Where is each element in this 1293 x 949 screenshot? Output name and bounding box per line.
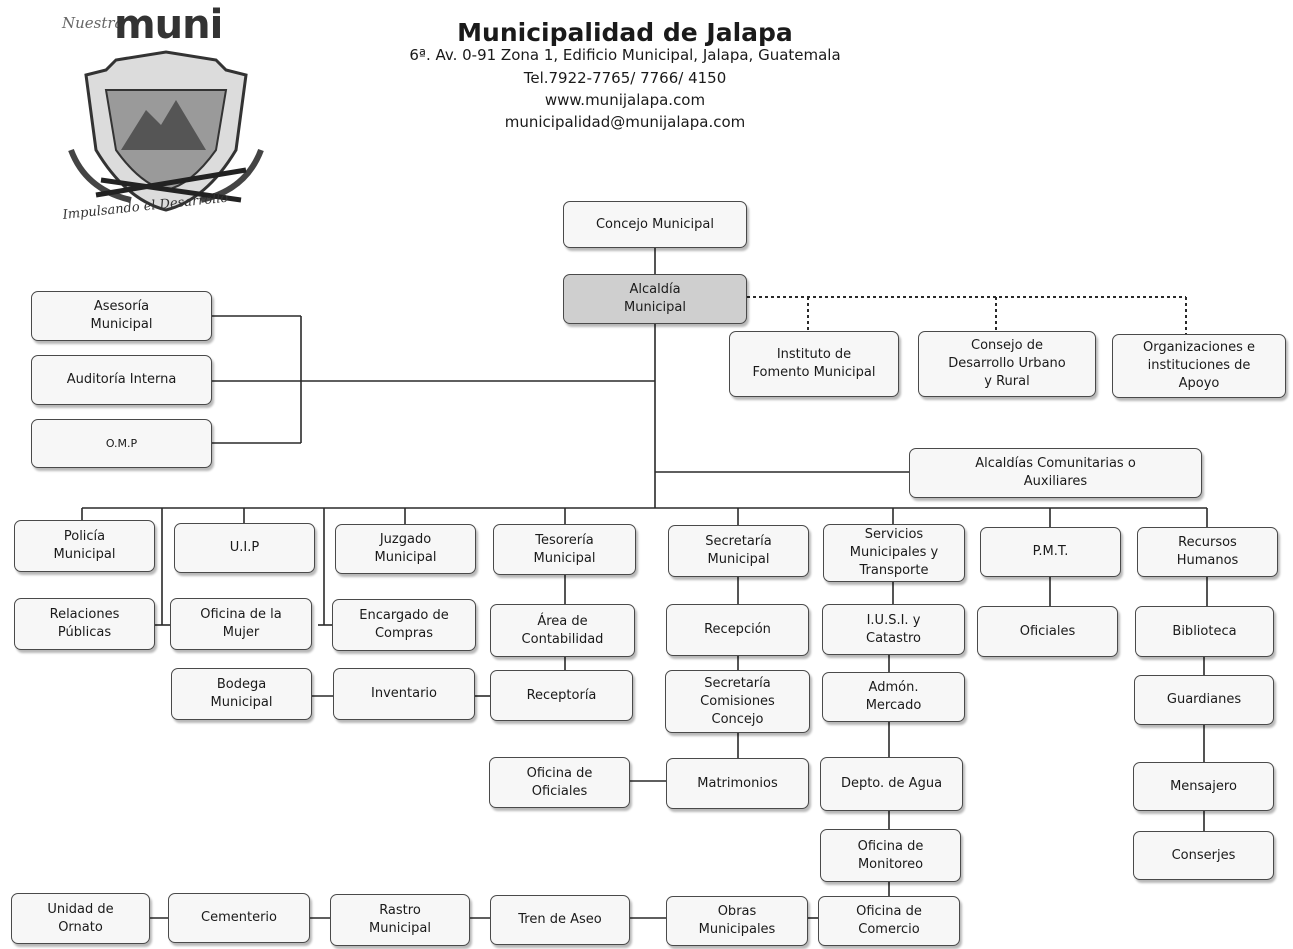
policia-municipal-box: Policía Municipal xyxy=(14,520,155,572)
guardianes-box: Guardianes xyxy=(1134,675,1274,725)
depto-agua-box: Depto. de Agua xyxy=(820,757,963,811)
receptoria-box: Receptoría xyxy=(490,670,633,721)
instituto-fomento-box: Instituto de Fomento Municipal xyxy=(729,331,899,397)
concejo-municipal-box: Concejo Municipal xyxy=(563,201,747,248)
inventario-box: Inventario xyxy=(333,668,475,720)
auditoria-interna-box: Auditoría Interna xyxy=(31,355,212,405)
tesoreria-municipal-box: Tesorería Municipal xyxy=(493,524,636,575)
secretaria-municipal-box: Secretaría Municipal xyxy=(668,525,809,577)
oficina-comercio-box: Oficina de Comercio xyxy=(818,896,960,946)
uip-box: U.I.P xyxy=(174,523,315,573)
oficina-mujer-box: Oficina de la Mujer xyxy=(170,598,312,650)
pmt-box: P.M.T. xyxy=(980,527,1121,577)
tren-aseo-box: Tren de Aseo xyxy=(490,895,630,945)
recursos-humanos-box: Recursos Humanos xyxy=(1137,527,1278,577)
header-email: municipalidad@munijalapa.com xyxy=(504,113,746,131)
obras-municipales-box: Obras Municipales xyxy=(666,896,808,946)
organizaciones-apoyo-box: Organizaciones e instituciones de Apoyo xyxy=(1112,334,1286,398)
cementerio-box: Cementerio xyxy=(168,893,310,943)
oficina-monitoreo-box: Oficina de Monitoreo xyxy=(820,829,961,882)
header-phone: Tel.7922-7765/ 7766/ 4150 xyxy=(523,69,727,87)
secretaria-comisiones-box: Secretaría Comisiones Concejo xyxy=(665,670,810,733)
juzgado-municipal-box: Juzgado Municipal xyxy=(335,524,476,574)
alcaldias-comunitarias-box: Alcaldías Comunitarias o Auxiliares xyxy=(909,448,1202,498)
unidad-ornato-box: Unidad de Ornato xyxy=(11,893,150,944)
oficiales-pmt-box: Oficiales xyxy=(977,606,1118,657)
coat-of-arms-icon xyxy=(68,50,264,212)
page-title: Municipalidad de Jalapa xyxy=(457,18,793,47)
oficina-oficiales-box: Oficina de Oficiales xyxy=(489,757,630,808)
conserjes-box: Conserjes xyxy=(1133,831,1274,880)
rastro-municipal-box: Rastro Municipal xyxy=(330,894,470,946)
servicios-municipales-box: Servicios Municipales y Transporte xyxy=(823,524,965,582)
relaciones-publicas-box: Relaciones Públicas xyxy=(14,598,155,650)
bodega-municipal-box: Bodega Municipal xyxy=(171,668,312,720)
matrimonios-box: Matrimonios xyxy=(666,758,809,809)
municipal-logo xyxy=(56,0,286,250)
mensajero-box: Mensajero xyxy=(1133,762,1274,811)
header-web: www.munijalapa.com xyxy=(544,91,706,109)
encargado-compras-box: Encargado de Compras xyxy=(332,599,476,651)
asesoria-municipal-box: Asesoría Municipal xyxy=(31,291,212,341)
area-contabilidad-box: Área de Contabilidad xyxy=(490,604,635,657)
omp-box: O.M.P xyxy=(31,419,212,468)
biblioteca-box: Biblioteca xyxy=(1135,606,1274,657)
admon-mercado-box: Admón. Mercado xyxy=(822,672,965,722)
logo-wordmark: muni xyxy=(114,2,223,48)
iusi-catastro-box: I.U.S.I. y Catastro xyxy=(822,604,965,655)
logo-script-text: Nuestra xyxy=(62,14,124,32)
consejo-desarrollo-box: Consejo de Desarrollo Urbano y Rural xyxy=(918,331,1096,397)
alcaldia-municipal-box: Alcaldía Municipal xyxy=(563,274,747,324)
header-address: 6ª. Av. 0-91 Zona 1, Edificio Municipal,… xyxy=(409,46,841,64)
recepcion-box: Recepción xyxy=(666,604,809,656)
